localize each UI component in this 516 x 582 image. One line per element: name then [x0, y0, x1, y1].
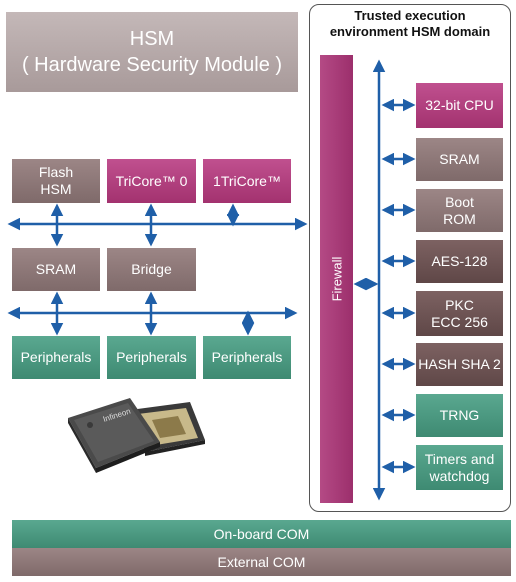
connection-arrows: [0, 0, 516, 582]
